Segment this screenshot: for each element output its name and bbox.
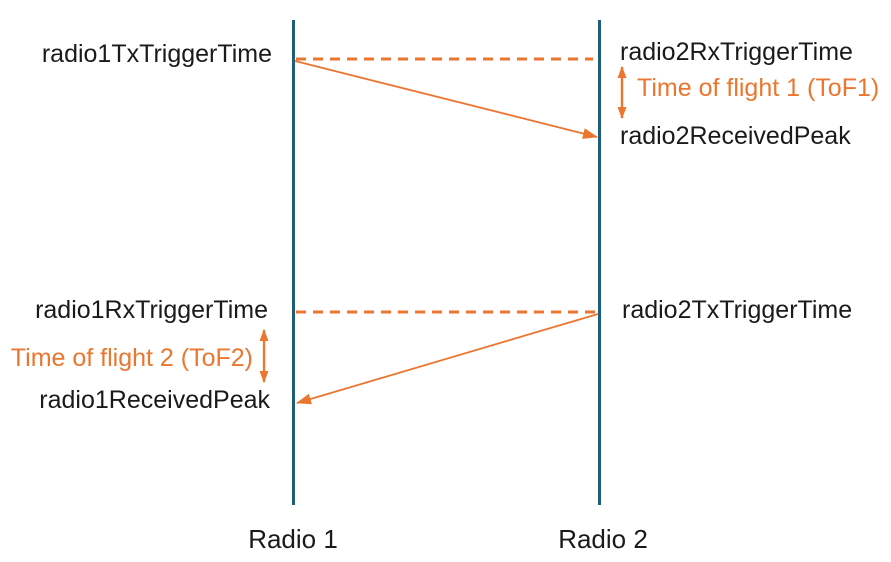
tof1-annotation-label: Time of flight 1 (ToF1)	[637, 74, 879, 102]
tof2-annotation-label: Time of flight 2 (ToF2)	[11, 344, 253, 372]
radio2-rx-trigger-label: radio2RxTriggerTime	[620, 38, 853, 66]
signal-arrow-radio2-to-radio1	[296, 313, 599, 405]
radio2-tx-trigger-label: radio2TxTriggerTime	[622, 296, 852, 324]
radio2-received-peak-label: radio2ReceivedPeak	[620, 122, 851, 150]
radio2-lifeline-title: Radio 2	[558, 524, 648, 554]
radio1-received-peak-label: radio1ReceivedPeak	[39, 386, 270, 414]
signal-arrow-radio1-to-radio2	[294, 60, 598, 139]
radio1-lifeline-title: Radio 1	[248, 524, 338, 554]
radio1-rx-trigger-label: radio1RxTriggerTime	[35, 296, 268, 324]
radio1-tx-trigger-label: radio1TxTriggerTime	[42, 40, 272, 68]
